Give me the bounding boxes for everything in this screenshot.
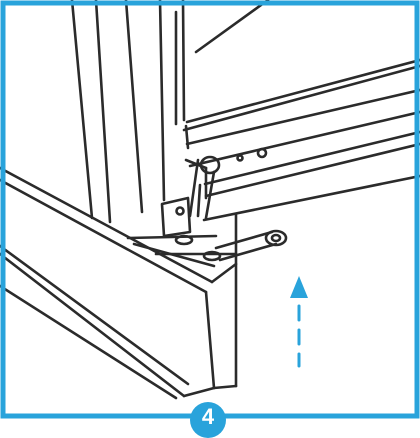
background <box>0 0 420 419</box>
upper-door-panel <box>174 0 420 222</box>
hinge-bracket-icon <box>126 147 288 268</box>
upward-dashed-arrow-icon <box>290 276 308 368</box>
instruction-illustration <box>0 0 420 419</box>
step-number-badge: 4 <box>190 402 226 438</box>
lower-shelf-panel <box>0 166 238 400</box>
